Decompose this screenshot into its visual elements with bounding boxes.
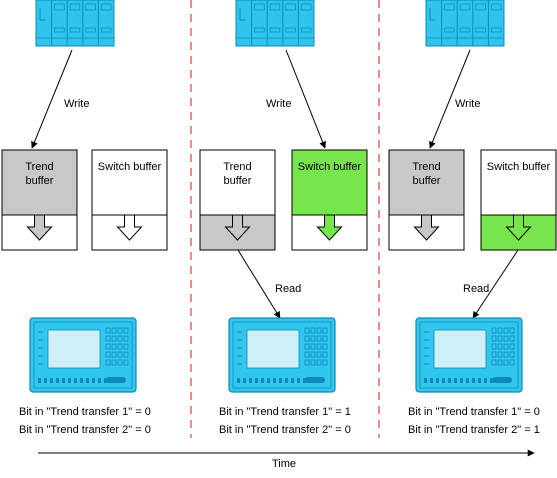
trend-buffer-label: buffer [224, 175, 252, 187]
plc-controller-icon [425, 0, 505, 47]
hmi-operator-panel-icon [29, 317, 137, 393]
down-arrow-icon [413, 214, 440, 241]
trend-transfer-2-status: Bit in "Trend transfer 2" = 0 [219, 424, 351, 436]
write-arrow [285, 49, 326, 149]
trend-transfer-2-status: Bit in "Trend transfer 2" = 1 [408, 424, 540, 436]
plc-controller-icon [35, 0, 115, 47]
trend-buffer-2: Trend buffer [199, 149, 276, 251]
switch-buffer-1: Switch buffer [91, 149, 168, 251]
read-label: Read [463, 283, 489, 295]
trend-buffer-label: buffer [26, 175, 54, 187]
switch-buffer-label: Switch buffer [98, 161, 162, 173]
trend-transfer-1-status: Bit in "Trend transfer 1" = 1 [219, 406, 351, 418]
trend-buffer-label: Trend [412, 161, 440, 173]
write-arrow [429, 49, 471, 149]
trend-transfer-1-status: Bit in "Trend transfer 1" = 0 [19, 406, 151, 418]
trend-buffer-1: Trend buffer [1, 149, 78, 251]
down-arrow-icon [316, 214, 343, 241]
trend-transfer-2-status: Bit in "Trend transfer 2" = 0 [19, 424, 151, 436]
read-arrow [237, 249, 281, 319]
time-axis-label: Time [272, 458, 297, 470]
switch-buffer-2: Switch buffer [291, 149, 368, 251]
read-label: Read [275, 283, 301, 295]
down-arrow-icon [224, 214, 251, 241]
write-label: Write [266, 98, 291, 110]
down-arrow-icon [116, 214, 143, 241]
trend-buffer-label: Trend [25, 161, 53, 173]
trend-buffer-label: Trend [223, 161, 251, 173]
write-label: Write [64, 98, 89, 110]
trend-transfer-1-status: Bit in "Trend transfer 1" = 0 [408, 406, 540, 418]
switch-buffer-label: Switch buffer [298, 161, 362, 173]
write-arrow [31, 49, 73, 149]
down-arrow-icon [505, 214, 532, 241]
trend-buffer-3: Trend buffer [388, 149, 465, 251]
hmi-operator-panel-icon [415, 317, 523, 393]
plc-controller-icon [235, 0, 315, 47]
down-arrow-icon [26, 214, 53, 241]
read-arrow [472, 249, 519, 319]
switch-buffer-3: Switch buffer [480, 149, 557, 251]
trend-buffer-label: buffer [413, 175, 441, 187]
switch-buffer-label: Switch buffer [487, 161, 551, 173]
write-label: Write [455, 98, 480, 110]
hmi-operator-panel-icon [228, 317, 336, 393]
